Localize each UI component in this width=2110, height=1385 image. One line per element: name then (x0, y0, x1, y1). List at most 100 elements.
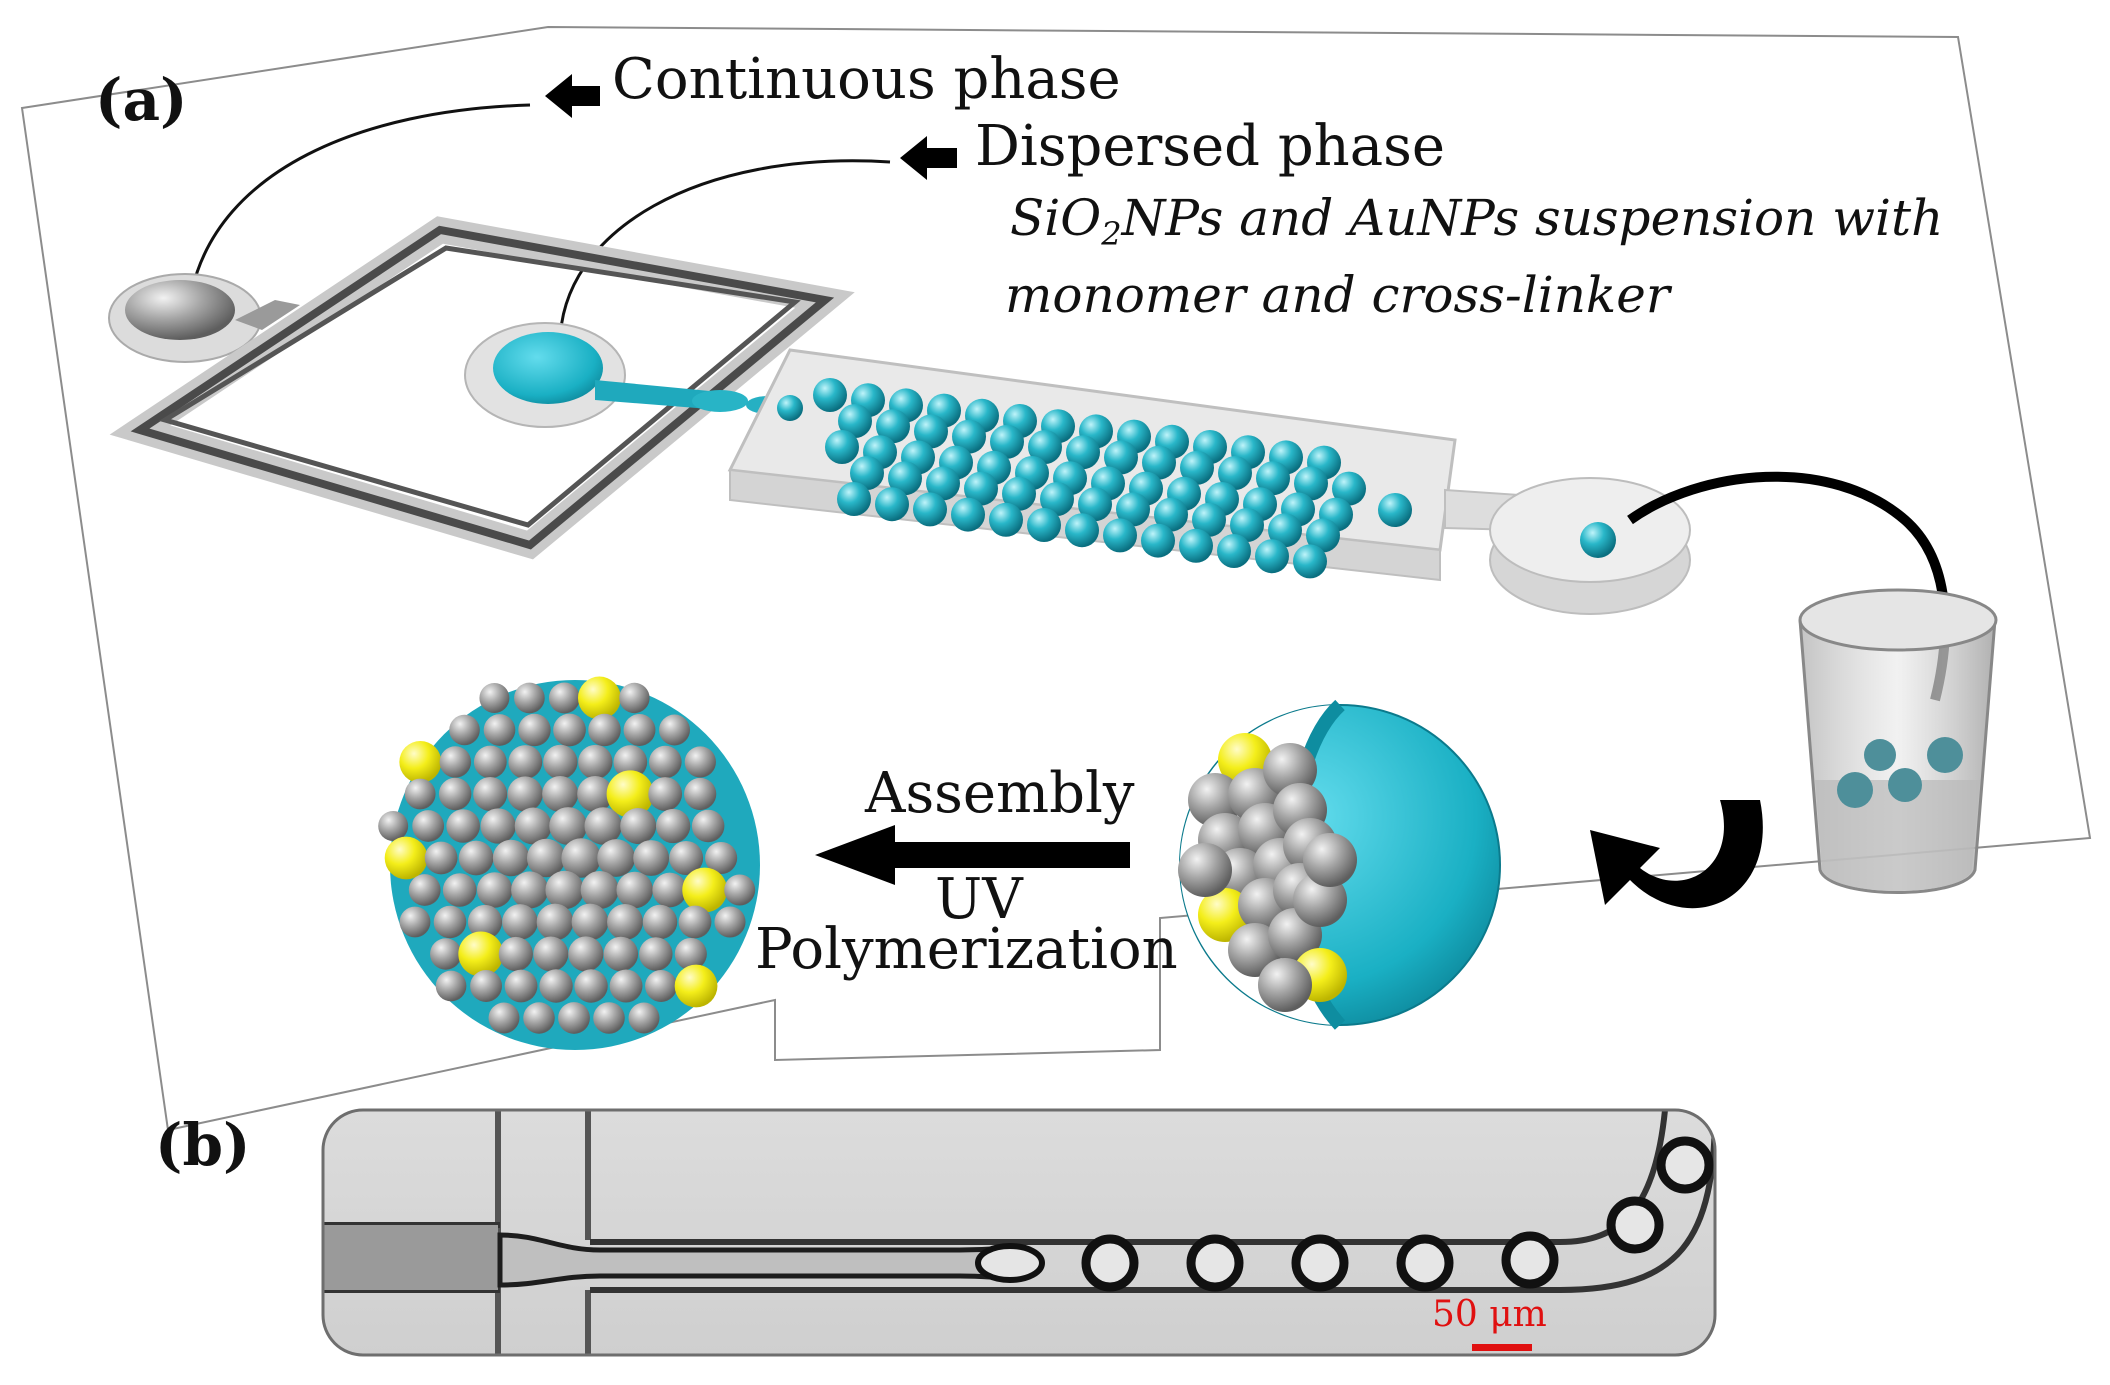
silica-nanoparticle (669, 841, 704, 875)
supraparticle (378, 676, 760, 1050)
droplet (913, 492, 947, 527)
silica-nanoparticle (648, 777, 683, 811)
silica-nanoparticle (684, 777, 717, 811)
silica-nanoparticle (545, 870, 584, 910)
silica-nanoparticle (508, 745, 543, 779)
panel-b-label: (b) (155, 1111, 250, 1179)
arrow-left-icon (545, 74, 600, 118)
silica-nanoparticle (607, 904, 643, 940)
droplet (926, 466, 960, 501)
droplet (850, 456, 884, 490)
micro-droplet (1656, 1136, 1714, 1194)
droplet (1104, 440, 1138, 475)
micrograph-frame (321, 1108, 1717, 1357)
silica-nanoparticle (633, 840, 670, 876)
dispersed-phase-label: Dispersed phase (975, 114, 1445, 179)
silica-nanoparticle (473, 776, 508, 812)
droplet (1378, 493, 1412, 527)
micro-droplet (1291, 1234, 1349, 1292)
silica-nanoparticle (479, 683, 510, 713)
silica-nanoparticle (511, 871, 549, 909)
silica-nanoparticle (714, 906, 746, 938)
curved-arrow-icon (1590, 800, 1763, 909)
droplet (1040, 482, 1074, 516)
silica-nanoparticle (613, 745, 648, 779)
silica-nanoparticle (652, 872, 688, 908)
silica-nanoparticle (656, 808, 691, 844)
micro-droplet (1081, 1234, 1139, 1292)
gold-nanoparticle (606, 770, 654, 818)
droplet (1230, 508, 1264, 542)
micro-droplet (1501, 1231, 1559, 1289)
droplet (875, 487, 909, 522)
gold-nanoparticle (384, 836, 428, 880)
silica-nanoparticle (603, 936, 639, 972)
silica-nanoparticle (439, 746, 472, 778)
silica-nanoparticle (424, 841, 458, 875)
silica-nanoparticle (642, 904, 678, 940)
silica-nanoparticle (458, 840, 494, 876)
silica-nanoparticle (549, 807, 588, 845)
scale-bar-label: 50 μm (1432, 1294, 1547, 1335)
droplet (989, 502, 1023, 537)
gold-nanoparticle (458, 931, 504, 977)
silica-nanoparticle (574, 969, 608, 1003)
silica-nanoparticle (558, 1002, 590, 1034)
silica-nanoparticle (533, 936, 569, 972)
droplet (876, 409, 910, 444)
silica-nanoparticle (488, 1002, 520, 1034)
silica-nanoparticle (438, 777, 472, 811)
silica-nanoparticle (609, 969, 643, 1003)
droplet (888, 461, 922, 496)
silica-nanoparticle (507, 776, 543, 812)
suspension-line-2: monomer and cross-linker (1005, 266, 1673, 324)
droplet (1027, 508, 1061, 542)
droplet (1256, 461, 1290, 496)
silica-nanoparticle (446, 809, 480, 843)
silica-nanoparticle (539, 969, 573, 1003)
silica-nanoparticle (480, 808, 516, 844)
droplet (1293, 544, 1327, 579)
gold-nanoparticle (682, 867, 728, 913)
silica-nanoparticle (1178, 843, 1232, 897)
silica-nanoparticle (408, 874, 441, 906)
silica-nanoparticle (476, 872, 513, 908)
droplet (951, 497, 985, 532)
silica-nanoparticle (542, 775, 579, 813)
silica-nanoparticle (578, 744, 613, 780)
droplet (1180, 450, 1214, 485)
arrow-left-icon (900, 136, 957, 180)
silica-nanoparticle (659, 714, 690, 746)
scale-bar (1472, 1344, 1532, 1351)
silica-nanoparticle (449, 714, 480, 746)
silica-nanoparticle (561, 838, 601, 878)
silica-nanoparticle (498, 936, 533, 972)
silica-nanoparticle (571, 903, 609, 941)
gold-nanoparticle (577, 676, 621, 720)
silica-nanoparticle (623, 714, 656, 746)
droplet (952, 419, 986, 454)
silica-nanoparticle (404, 778, 436, 810)
silica-nanoparticle (553, 713, 586, 747)
arrow-left-icon (815, 825, 1130, 885)
droplet (825, 430, 859, 464)
silica-nanoparticle (580, 870, 619, 910)
silica-nanoparticle (536, 903, 574, 941)
droplet (1332, 471, 1366, 506)
micrograph (323, 1110, 1715, 1355)
silica-nanoparticle (470, 970, 502, 1002)
silica-nanoparticle (483, 714, 516, 746)
silica-nanoparticle (526, 838, 566, 878)
silica-nanoparticle (588, 713, 621, 747)
silica-nanoparticle (435, 970, 467, 1002)
silica-nanoparticle (492, 839, 530, 877)
silica-nanoparticle (593, 1002, 625, 1034)
droplet (1154, 497, 1188, 532)
silica-nanoparticle (1258, 958, 1312, 1012)
silica-nanoparticle (628, 1002, 660, 1034)
gold-nanoparticle (674, 964, 718, 1008)
gold-nanoparticle (399, 741, 442, 783)
droplet (1078, 487, 1112, 522)
